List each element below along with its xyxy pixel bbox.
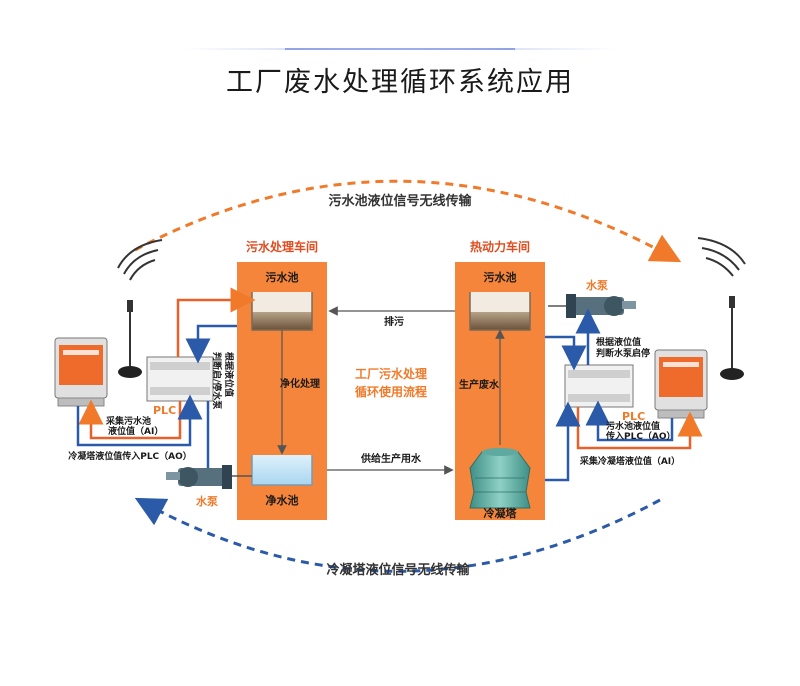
left-pump-icon [166, 465, 232, 489]
right-panel-title: 热动力车间 [470, 239, 530, 254]
right-signal-icon [697, 237, 746, 277]
right-antenna-icon [720, 296, 744, 380]
right-ao-line1: 污水池液位值 [606, 420, 660, 432]
waste-water-label: 生产废水 [459, 378, 500, 391]
right-wireless-module [654, 349, 708, 419]
left-panel-title: 污水处理车间 [246, 239, 318, 254]
left-sewage-tank [251, 292, 313, 331]
right-sewage-label: 污水池 [484, 270, 517, 284]
right-pump-label: 水泵 [586, 278, 608, 292]
clean-water-tank [251, 455, 313, 486]
bottom-wireless-arc [134, 497, 661, 573]
left-pump-label: 水泵 [196, 494, 218, 508]
right-plc [564, 364, 634, 408]
supply-label: 供给生产用水 [360, 452, 422, 465]
right-pump-icon [566, 294, 636, 318]
left-collect-line1: 采集污水池 [105, 415, 151, 427]
left-wireless-module [54, 337, 108, 407]
left-antenna-icon [118, 300, 142, 378]
right-judge-line1: 根据液位值 [596, 336, 641, 348]
purify-label: 净化处理 [280, 377, 320, 390]
page-title: 工厂废水处理循环系统应用 [226, 67, 574, 98]
left-plc-label: PLC [153, 404, 176, 417]
left-sewage-label: 污水池 [266, 270, 299, 284]
bottom-arc-label: 冷凝塔液位信号无线传输 [326, 562, 470, 578]
left-collect-line2: 液位值（AI） [108, 425, 163, 437]
left-plc [146, 356, 214, 402]
flow-title-line1: 工厂污水处理 [355, 366, 427, 381]
discharge-label: 排污 [384, 315, 404, 328]
right-collect-label: 采集冷凝塔液位值（AI） [579, 455, 680, 467]
cooling-tower [469, 448, 531, 509]
top-arc-label: 污水池液位信号无线传输 [328, 193, 472, 209]
left-ao-label: 冷凝塔液位值传入PLC（AO） [68, 450, 192, 462]
cooling-tower-label: 冷凝塔 [484, 506, 518, 520]
left-judge-col2: 判断启/停水泵 [211, 352, 223, 410]
left-signal-icon [117, 239, 163, 281]
right-sewage-tank [469, 292, 531, 331]
top-wireless-arc [134, 179, 682, 263]
right-plc-label: PLC [622, 410, 645, 423]
right-judge-line2: 判断水泵启停 [596, 347, 650, 359]
title-line-right [285, 48, 615, 50]
right-ao-line2: 传入PLC（AO） [605, 430, 676, 442]
clean-pool-label: 净水池 [266, 493, 299, 507]
left-judge-col1: 根据液位值 [223, 352, 235, 397]
flow-title-line2: 循环使用流程 [355, 384, 427, 399]
